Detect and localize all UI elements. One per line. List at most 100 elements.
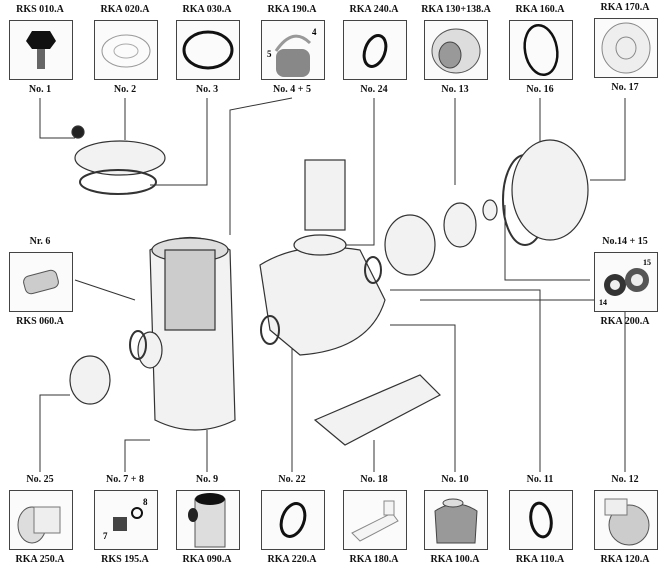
part-thumbnail-knob[interactable] [9,20,73,80]
sub-label: 7 [103,531,108,541]
part-number: No. 12 [611,474,639,485]
o-ring-icon [279,502,307,538]
strainer-housing-icon [188,493,226,548]
part-code: RKA 100.A [430,554,480,565]
o-ring-icon [529,501,553,539]
part-code: RKA 220.A [267,554,317,565]
part-code: RKS 010.A [16,4,64,15]
outlet-union-part [304,159,346,231]
part-thumbnail-o-ring[interactable] [509,20,573,80]
flange-part [511,139,589,241]
sub-label: 5 [267,49,272,59]
part-number: No. 10 [441,474,469,485]
part-number: No. 22 [278,474,306,485]
sub-label: 15 [643,258,651,267]
part-code: RKA 180.A [349,554,399,565]
part-code: RKA 110.A [515,554,565,565]
flange-icon [601,22,651,74]
part-thumbnail-union[interactable] [9,490,73,550]
impeller-icon [431,28,481,74]
part-thumbnail-o-ring[interactable] [176,20,240,80]
part-code: RKA 190.A [267,4,317,15]
o-ring-part [79,169,157,195]
part-code: RKS 060.A [16,316,64,327]
lid-part [74,140,166,176]
o-ring-part [129,330,147,360]
part-code: RKA 240.A [349,4,399,15]
o-ring-part [260,315,280,345]
pump-housing-part [259,246,386,356]
part-number: No. 11 [526,474,554,485]
knob-part [71,125,85,139]
outlet-neck [293,234,347,256]
lid-icon [101,34,151,68]
part-number: No. 2 [113,84,137,95]
part-number: No. 13 [441,84,469,95]
part-number: No. 16 [526,84,554,95]
o-ring-part [364,256,382,284]
union-part [69,355,111,405]
sub-label: 14 [599,298,607,307]
part-code: RKA 170.A [600,2,650,13]
impeller-part [443,202,477,248]
part-number: No.14 + 15 [602,236,648,247]
bearing-part [482,199,498,221]
part-thumbnail-lid[interactable] [94,20,158,80]
leader-line [345,98,375,246]
part-thumbnail-o-ring[interactable] [509,490,573,550]
part-number: Nr. 6 [29,236,51,247]
part-code: RKA 090.A [182,554,232,565]
leader-line [504,205,590,281]
union-icon [17,506,61,544]
base-icon [351,500,399,542]
part-thumbnail-diffuser[interactable] [594,490,658,550]
part-number: No. 1 [28,84,52,95]
leader-line [124,439,150,472]
pump-housing-icon [434,498,478,544]
leader-line [390,324,456,472]
part-thumbnail-sleeve[interactable] [9,252,73,312]
leader-line [229,97,293,235]
part-thumbnail-pump-housing[interactable] [424,490,488,550]
part-number: No. 9 [195,474,219,485]
part-number: No. 17 [611,82,639,93]
sleeve-icon [23,269,59,295]
part-thumbnail-bearing[interactable]: 14 15 [594,252,658,312]
leader-line [150,98,208,186]
basket-icon: 45 [267,27,317,77]
part-code: RKA 200.A [600,316,650,327]
part-code: RKA 020.A [100,4,150,15]
part-thumbnail-o-ring[interactable] [343,20,407,80]
part-number: No. 3 [195,84,219,95]
part-thumbnail-strainer-housing[interactable] [176,490,240,550]
knob-icon [26,31,56,69]
bearing-icon: 14 15 [599,258,651,307]
sub-label: 4 [312,27,317,37]
inlet-port [137,331,163,369]
diffuser-icon [604,498,650,546]
part-number: No. 7 + 8 [106,474,144,485]
part-number: No. 4 + 5 [273,84,311,95]
part-number: No. 25 [26,474,54,485]
leader-line [390,289,541,472]
part-code: RKS 195.A [101,554,149,565]
leader-line [39,394,70,472]
part-code: RKA 030.A [182,4,232,15]
diffuser-part [384,214,436,276]
base-part [313,374,442,446]
o-ring-icon [523,23,559,77]
leader-line [590,98,626,181]
part-code: RKA 130+138.A [421,4,491,15]
part-thumbnail-impeller[interactable] [424,20,488,80]
part-thumbnail-base[interactable] [343,490,407,550]
o-ring-icon [362,34,388,68]
basket-mesh [164,249,216,331]
part-thumbnail-o-ring[interactable] [261,490,325,550]
sub-label: 8 [143,497,148,507]
o-ring-icon [182,30,234,70]
part-code: RKA 250.A [15,554,65,565]
part-thumbnail-flange[interactable] [594,18,658,78]
